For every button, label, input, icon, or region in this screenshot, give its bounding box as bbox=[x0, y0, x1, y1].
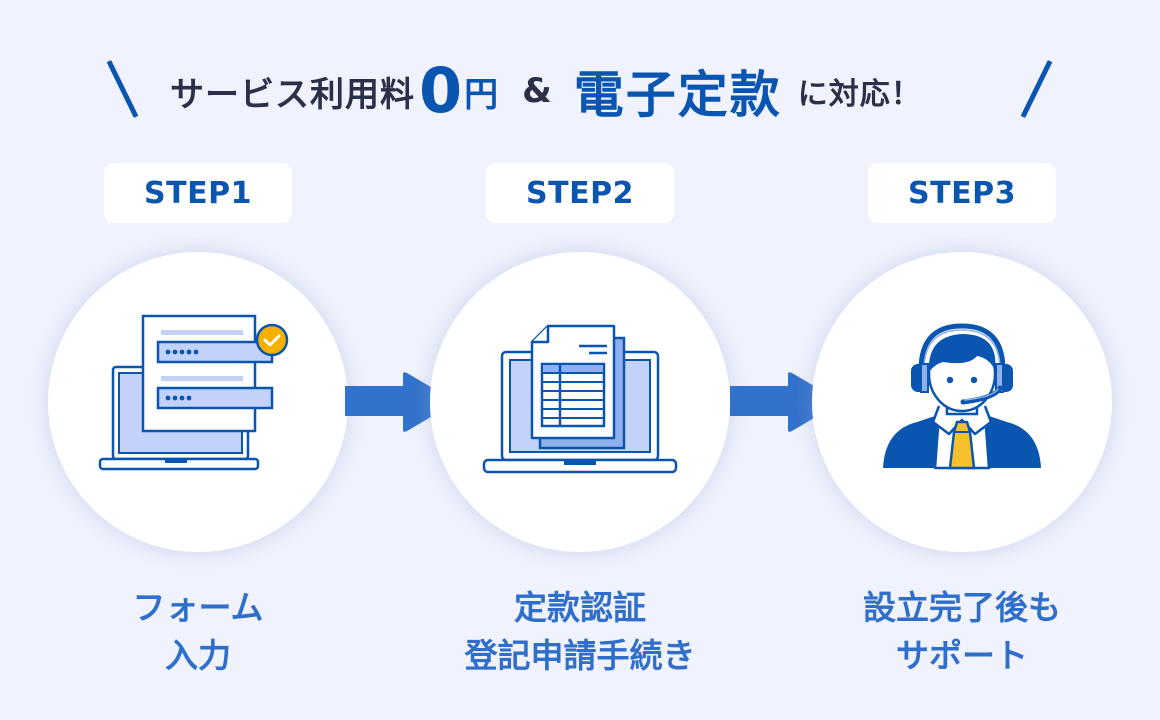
arrow-right-icon bbox=[345, 372, 455, 432]
support-operator-icon bbox=[883, 323, 1041, 470]
headline-supported: に対応！ bbox=[797, 77, 922, 112]
headline-ampersand: & bbox=[522, 71, 552, 111]
decorative-slash-left bbox=[106, 60, 139, 118]
step-caption-3-line-2: サポート bbox=[896, 636, 1028, 675]
step-caption-2-line-2: 登記申請手続き bbox=[464, 636, 696, 675]
step-circle-1 bbox=[48, 252, 348, 552]
step-caption-3: 設立完了後も サポート bbox=[802, 584, 1122, 680]
headline-service-fee: サービス利用料 bbox=[170, 74, 415, 115]
step-caption-2-line-1: 定款認証 bbox=[514, 588, 646, 627]
step-caption-2: 定款認証 登記申請手続き bbox=[420, 584, 740, 680]
step-badge-3: STEP3 bbox=[868, 163, 1056, 223]
headline-zero-price: 0 bbox=[419, 54, 463, 127]
decorative-slash-right bbox=[1020, 60, 1053, 118]
step-circle-3 bbox=[812, 252, 1112, 552]
headline-yen: 円 bbox=[464, 74, 499, 115]
form-input-laptop-icon bbox=[98, 314, 289, 471]
step-caption-1-line-1: フォーム bbox=[132, 588, 264, 627]
step-circle-2 bbox=[430, 252, 730, 552]
step-caption-1: フォーム 入力 bbox=[38, 584, 358, 680]
headline-electronic-articles: 電子定款 bbox=[573, 66, 782, 124]
step-caption-1-line-2: 入力 bbox=[165, 636, 231, 675]
headline-text: サービス利用料 0 円 & 電子定款 に対応！ bbox=[170, 46, 1010, 136]
step-badge-1: STEP1 bbox=[104, 163, 292, 223]
headline-banner: サービス利用料 0 円 & 電子定款 に対応！ bbox=[0, 46, 1160, 136]
document-laptop-icon bbox=[482, 324, 678, 474]
step-badge-2: STEP2 bbox=[486, 163, 674, 223]
step-caption-3-line-1: 設立完了後も bbox=[863, 588, 1061, 627]
